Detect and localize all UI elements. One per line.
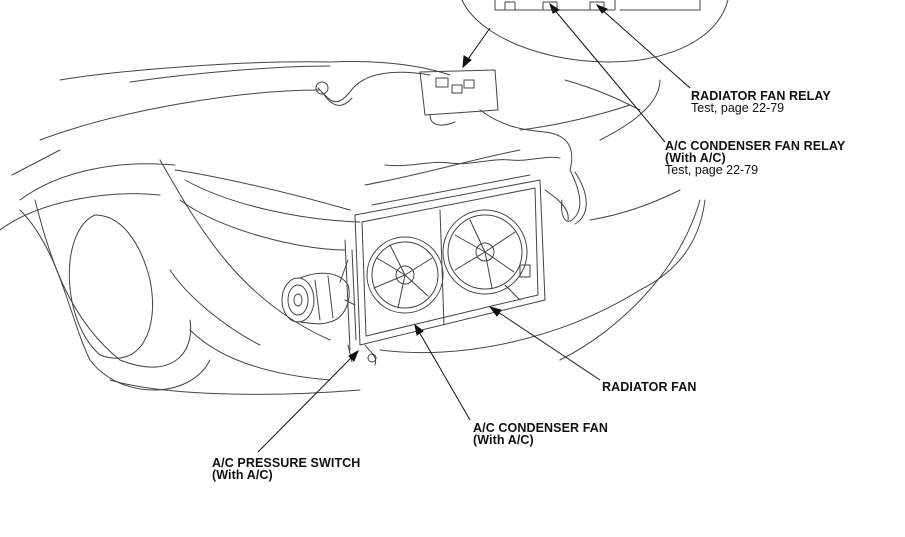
leader-lines [257, 2, 691, 453]
car-body [0, 61, 706, 395]
wiring-harness [315, 69, 587, 225]
ac-condenser-fan-relay-test-ref: Test, page 22-79 [665, 163, 759, 177]
radiator-fan-label: RADIATOR FAN [602, 380, 697, 394]
ac-condenser-fan-callout: A/C CONDENSER FAN (With A/C) [473, 421, 609, 447]
radiator-fan-relay-callout: RADIATOR FAN RELAY Test, page 22-79 [691, 89, 831, 115]
inset-circle [461, 0, 729, 63]
ac-pressure-switch-condition: (With A/C) [212, 468, 273, 482]
ac-condenser-fan-relay-callout: A/C CONDENSER FAN RELAY (With A/C) Test,… [665, 139, 846, 177]
ac-condenser-fan-condition: (With A/C) [473, 433, 534, 447]
ac-pressure-switch-label: A/C PRESSURE SWITCH [212, 456, 361, 470]
radiator-fan-relay-test-ref: Test, page 22-79 [691, 101, 785, 115]
radiator-fan-callout: RADIATOR FAN [602, 380, 697, 394]
radiator-assembly [344, 174, 546, 366]
ac-compressor [281, 259, 356, 325]
radiator-fan-relay-label: RADIATOR FAN RELAY [691, 89, 831, 103]
ac-pressure-switch-callout: A/C PRESSURE SWITCH (With A/C) [212, 456, 361, 482]
ac-condenser-fan-label: A/C CONDENSER FAN [473, 421, 609, 435]
ac-condenser-fan-relay-label: A/C CONDENSER FAN RELAY [665, 139, 846, 153]
ac-condenser-fan-relay-condition: (With A/C) [665, 151, 726, 165]
